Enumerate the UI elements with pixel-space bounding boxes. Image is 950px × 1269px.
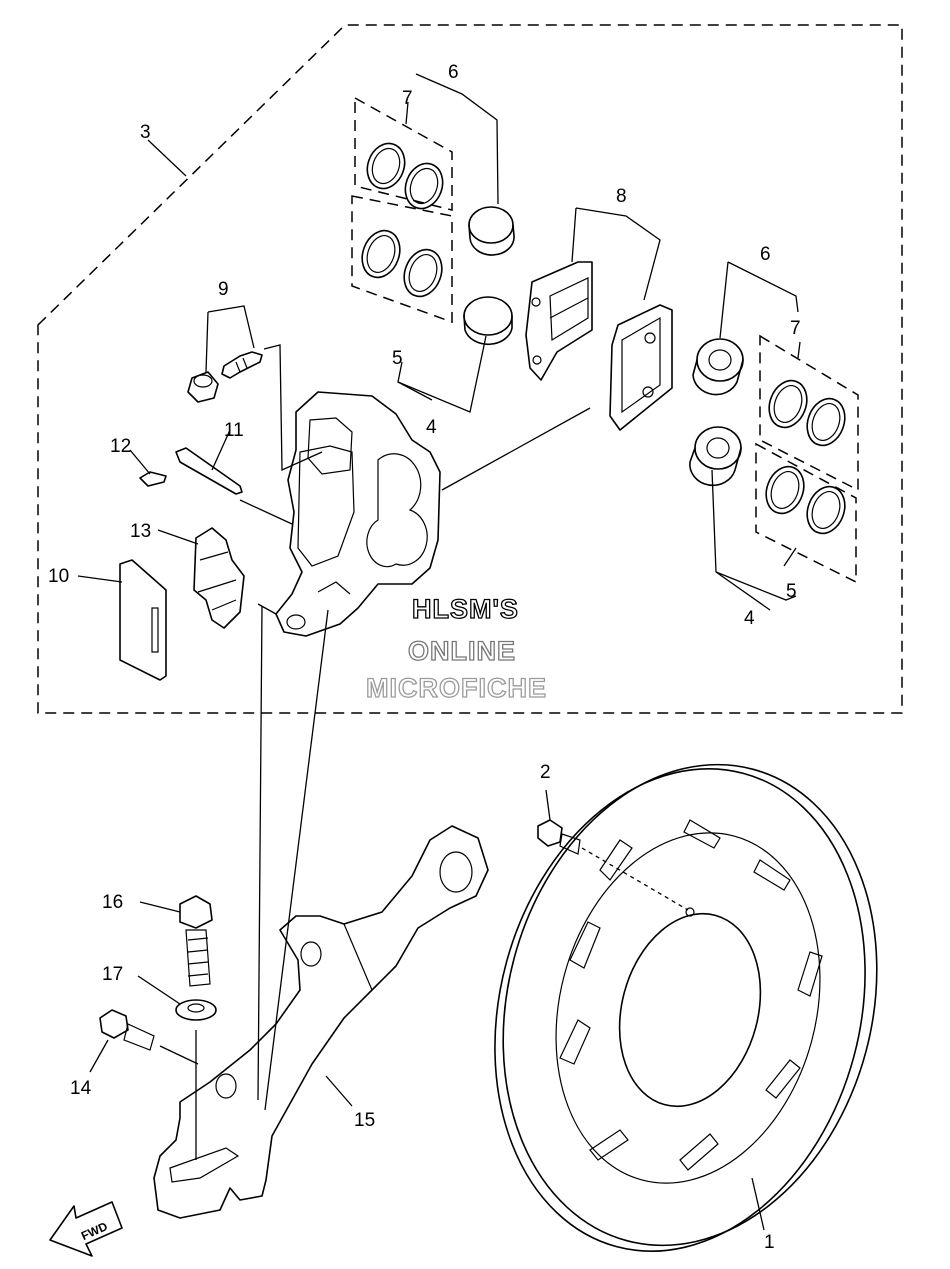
callout-15: 15 xyxy=(354,1110,375,1131)
caliper-body xyxy=(275,391,441,637)
pad-spring xyxy=(193,527,245,629)
left-seal-kit xyxy=(351,96,453,324)
pad-shim xyxy=(119,559,167,681)
callout-5-right: 5 xyxy=(786,581,797,602)
pad-pin xyxy=(139,447,243,495)
brake-pads xyxy=(525,261,673,431)
callout-7-upper: 7 xyxy=(402,88,413,109)
watermark-line-1: HLSM'S xyxy=(412,594,519,624)
callout-1: 1 xyxy=(764,1232,775,1253)
watermark-line-3: MICROFICHE xyxy=(366,673,547,703)
forward-arrow-icon: FWD xyxy=(49,1201,123,1257)
callout-8: 8 xyxy=(616,186,627,207)
caliper-bracket xyxy=(153,825,489,1219)
caliper-assembly-boundary xyxy=(37,24,903,714)
callout-7-right: 7 xyxy=(790,318,801,339)
callout-leaders xyxy=(77,73,801,1231)
brake-disc xyxy=(494,763,878,1252)
callout-3: 3 xyxy=(140,122,151,143)
callout-2: 2 xyxy=(540,762,551,783)
right-seal-kit xyxy=(755,334,859,584)
callout-4-upper: 4 xyxy=(426,417,437,438)
bracket-bolts xyxy=(99,895,217,1051)
watermark-line-2: ONLINE xyxy=(408,636,516,666)
callout-labels: 1 2 3 4 4 5 5 6 6 7 7 8 9 10 11 12 13 14… xyxy=(48,62,801,1253)
callout-13: 13 xyxy=(130,521,151,542)
callout-9: 9 xyxy=(218,279,229,300)
caliper-guide-lines xyxy=(159,344,591,1160)
disc-bolt xyxy=(537,819,695,917)
left-pistons xyxy=(463,206,515,346)
callout-17: 17 xyxy=(102,964,123,985)
callout-5-upper: 5 xyxy=(392,348,403,369)
watermark: HLSM'S ONLINE MICROFICHE xyxy=(365,593,547,703)
callout-10: 10 xyxy=(48,566,69,587)
callout-6-upper: 6 xyxy=(448,62,459,83)
bleed-screw xyxy=(187,351,263,403)
callout-12: 12 xyxy=(110,436,131,457)
callout-4-right: 4 xyxy=(744,608,755,629)
callout-6-right: 6 xyxy=(760,244,771,265)
callout-14: 14 xyxy=(70,1078,92,1099)
callout-11: 11 xyxy=(224,420,244,441)
callout-16: 16 xyxy=(102,892,123,913)
right-pistons xyxy=(689,338,744,487)
